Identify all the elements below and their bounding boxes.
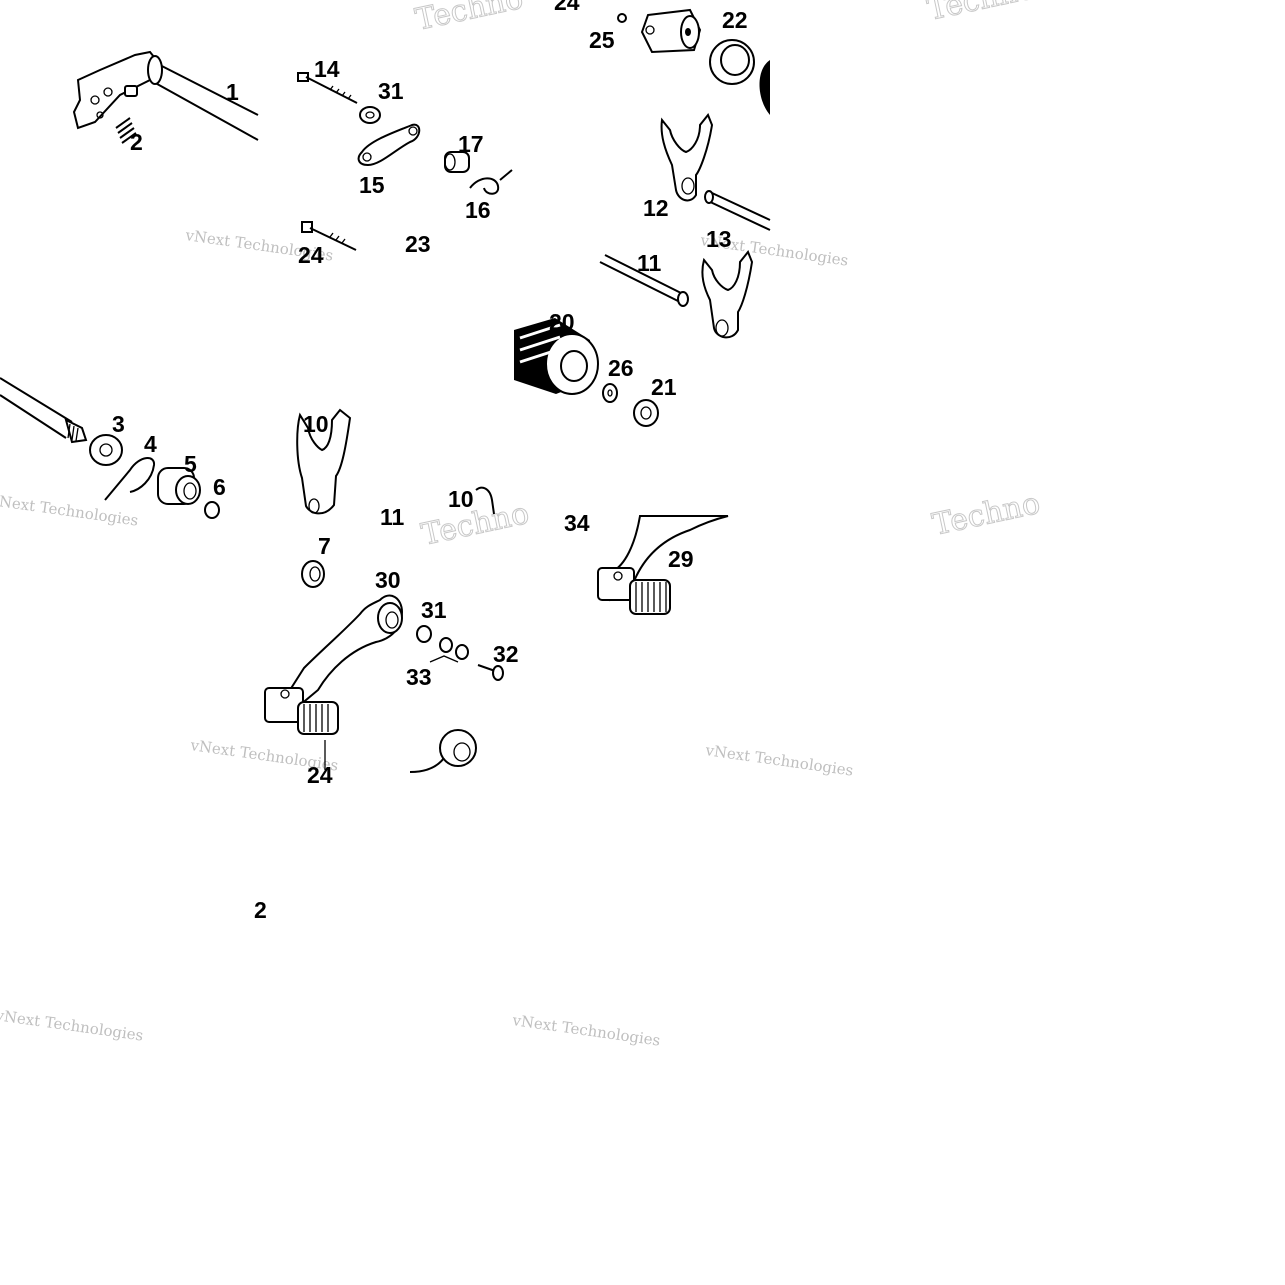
callout-label: 14 [314,56,340,82]
callout-label: 6 [213,474,226,500]
fork-rod-part [599,254,689,307]
callout-label: 34 [564,510,590,536]
callout-label: 31 [421,597,447,623]
callout-label: 16 [465,197,491,223]
bushing-part [157,467,201,505]
callout-label: 21 [651,374,677,400]
watermark-text: Techno [924,0,1038,28]
callout-label: 12 [643,195,669,221]
callout-label: 22 [722,7,748,33]
callout-label: 25 [589,27,615,53]
watermarks: Techno Techno vNext Technologies vNext T… [0,0,1044,1050]
callout-label: 2 [130,129,143,155]
shift-drum-end-part [617,8,702,54]
callout-label: 11 [380,504,405,530]
bolt-part [477,664,504,681]
callout-label: 11 [637,250,662,276]
callout-label: 2 [254,897,267,923]
bearing-part [633,399,659,427]
callout-label: 24 [554,0,580,15]
watermark-text: Techno [418,496,532,553]
callout-label: 10 [303,411,329,437]
shift-fork-part [296,408,352,515]
washer-part [359,106,381,124]
callout-label: 24 [307,762,333,788]
bolt-part [297,72,358,104]
callouts: 24 25 22 1 2 14 31 17 15 16 12 24 23 13 … [112,0,748,923]
spring-clip-part [469,169,513,195]
callout-label: 5 [184,451,197,477]
watermark-text: vNext Technologies [703,741,854,780]
shift-lever-part [264,594,404,735]
callout-label: 33 [406,664,432,690]
callout-label: 24 [298,242,324,268]
fork-rod-part [704,190,771,231]
shift-drum-part [514,318,599,395]
shift-fork-part [660,113,714,202]
callout-label: 15 [359,172,385,198]
callout-label: 23 [405,231,431,257]
washer-part [416,625,432,643]
bolt-part [301,221,357,251]
fork-rod-part [475,486,495,515]
link-plate-part [357,123,421,167]
watermark-text: vNext Technologies [510,1011,661,1050]
callout-label: 29 [668,546,694,572]
watermark-text: vNext Technologies [0,1006,145,1045]
circlip-part [104,457,155,501]
callout-label: 32 [493,641,519,667]
shaft-end-part [0,377,88,444]
seal-part [301,560,325,588]
callout-label: 7 [318,533,331,559]
lever-end-part [409,729,477,773]
callout-label: 13 [706,226,732,252]
callout-label: 26 [608,355,634,381]
shift-lever-part [597,515,729,615]
shift-shaft-part [72,50,259,141]
seal-part [204,501,220,519]
watermark-text: Techno [929,486,1043,543]
washer-part [602,383,618,403]
callout-label: 17 [458,131,484,157]
nut-part [429,637,469,663]
callout-label: 31 [378,78,404,104]
tile-masks [258,0,298,60]
spring-part [115,117,137,144]
callout-label: 20 [549,309,575,335]
bushing-part [444,151,470,173]
callout-label: 3 [112,411,125,437]
oil-seal-part [709,39,770,115]
watermark-text: Techno [412,0,526,38]
callout-label: 30 [375,567,401,593]
callout-label: 4 [144,431,157,457]
callout-label: 1 [226,79,239,105]
washer-part [89,434,123,466]
callout-label: 10 [448,486,474,512]
shift-fork-part [701,250,754,339]
watermark-text: vNext Technologies [0,491,140,530]
